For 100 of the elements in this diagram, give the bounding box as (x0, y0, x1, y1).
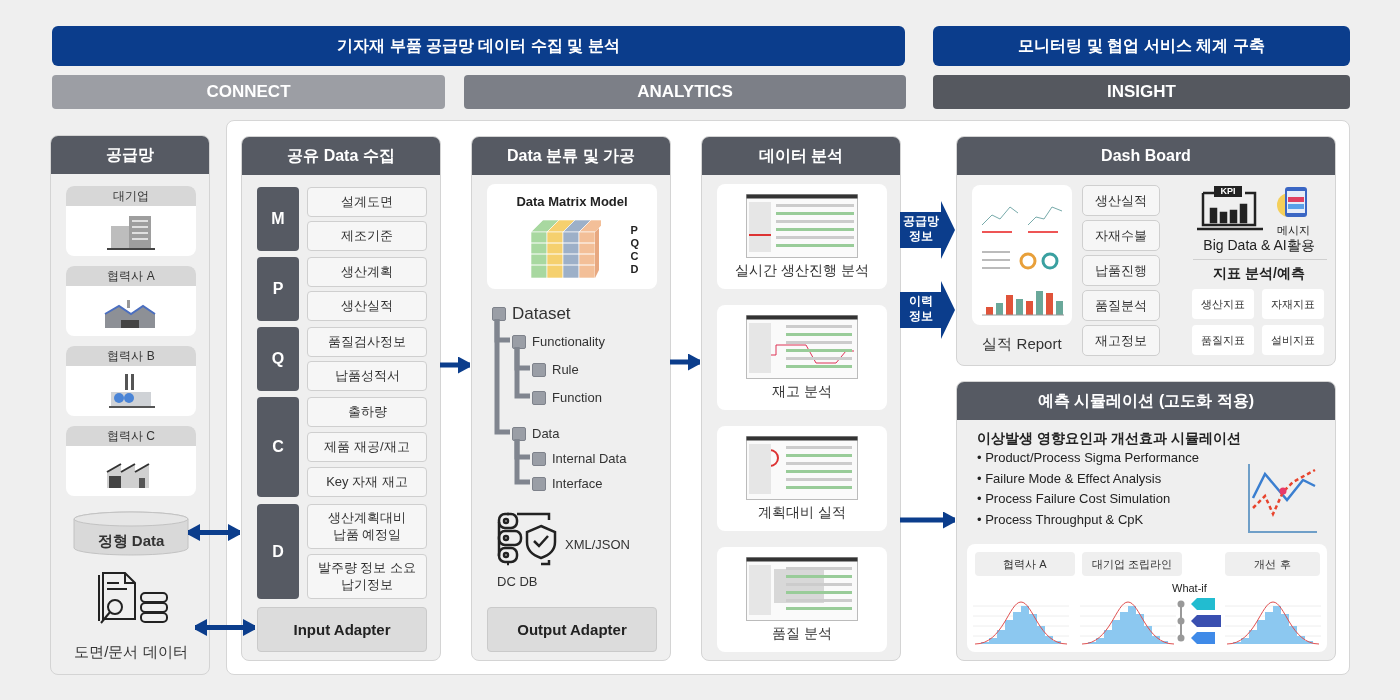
panel (701, 136, 901, 661)
menu-item: 생산실적 (1082, 185, 1160, 216)
menu-item: 재고정보 (1082, 325, 1160, 356)
data-item: 제품 재공/재고 (307, 432, 427, 462)
bullet-item: • Failure Mode & Effect Analysis (977, 469, 1163, 488)
menu-item: 자재수불 (1082, 220, 1160, 251)
screen-card (717, 305, 887, 410)
chart-card (967, 544, 1327, 652)
data-item: 출하량 (307, 397, 427, 427)
bullet-item: • Process Failure Cost Simulation (977, 490, 1172, 508)
database-cylinder: 정형 Data (73, 511, 189, 556)
panel-header: 예측 시뮬레이션 (고도화 적용) (957, 382, 1335, 420)
adapter-bar: Input Adapter (257, 607, 427, 652)
phase-bar: CONNECT (52, 75, 445, 109)
data-item: 생산계획대비 납품 예정일 (307, 504, 427, 549)
card-caption: 실적 Report (982, 335, 1062, 354)
data-item: 발주량 정보 소요 납기정보 (307, 554, 427, 599)
node-label: 도면/문서 데이터 (74, 643, 188, 662)
category-label: P (257, 257, 299, 321)
category-label: M (257, 187, 299, 251)
phase-bar: ANALYTICS (464, 75, 906, 109)
metric-chip: 자재지표 (1262, 289, 1324, 319)
tree-label: Function (552, 391, 602, 405)
data-item: 생산실적 (307, 291, 427, 321)
metric-chip: 생산지표 (1192, 289, 1254, 319)
data-item: Key 자재 재고 (307, 467, 427, 497)
connector-line (494, 319, 510, 435)
site-card (66, 346, 196, 416)
axis-letter: C (630, 250, 639, 263)
block-arrow (900, 281, 955, 339)
edge-label: 공급망 정보 (901, 214, 940, 244)
icon-caption: 메시지 (1275, 223, 1311, 238)
phase-bar: INSIGHT (933, 75, 1350, 109)
axis-letter: Q (630, 237, 639, 250)
database-label: DC DB (497, 574, 538, 589)
tree-label: Rule (552, 363, 579, 377)
card-title: Data Matrix Model (516, 194, 628, 209)
bullet-item: • Process Throughput & CpK (977, 510, 1145, 529)
adapter-bar: Output Adapter (487, 607, 657, 652)
data-item: 제조기준 (307, 221, 427, 251)
panel (956, 136, 1336, 366)
metric-chip: 품질지표 (1192, 325, 1254, 355)
menu-item: 납품진행 (1082, 255, 1160, 286)
title-banner: 모니터링 및 협업 서비스 체계 구축 (933, 26, 1350, 66)
title-banner: 기자재 부품 공급망 데이터 수집 및 분석 (52, 26, 905, 66)
data-item: 납품성적서 (307, 361, 427, 391)
connector-line (514, 439, 530, 485)
tree-label: Functionality (532, 335, 605, 349)
matrix-card (487, 184, 657, 289)
section-heading: 이상발생 영향요인과 개선효과 시뮬레이션 (977, 430, 1241, 448)
chart-tag: 협력사 A (975, 552, 1075, 576)
metric-chip: 설비지표 (1262, 325, 1324, 355)
panel (471, 136, 671, 661)
axis-letter: P (630, 224, 639, 237)
panel (50, 135, 210, 675)
card-header: 협력사 B (66, 346, 196, 366)
site-card (66, 186, 196, 256)
screen-card (717, 184, 887, 289)
site-card (66, 266, 196, 336)
axis-letter: D (630, 263, 639, 276)
card-caption: 계획대비 실적 (758, 504, 846, 522)
format-label: XML/JSON (565, 537, 630, 552)
screen-card (717, 547, 887, 652)
section-text: Big Data & AI활용 (1202, 237, 1316, 255)
connector-line (514, 347, 530, 399)
category-label: D (257, 504, 299, 599)
data-item: 설계도면 (307, 187, 427, 217)
content-panel (226, 120, 1350, 675)
panel-header: Data 분류 및 가공 (472, 137, 670, 175)
data-item: 생산계획 (307, 257, 427, 287)
menu-item: 품질분석 (1082, 290, 1160, 321)
card-header: 협력사 C (66, 426, 196, 446)
what-if-label: What-if (1172, 582, 1207, 594)
data-item: 품질검사정보 (307, 327, 427, 357)
card-caption: 품질 분석 (772, 625, 832, 643)
card-caption: 실시간 생산진행 분석 (735, 262, 869, 280)
tree-label: Dataset (512, 307, 571, 321)
panel-header: 데이터 분석 (702, 137, 900, 175)
panel (241, 136, 441, 661)
site-card (66, 426, 196, 496)
tree-label: Interface (552, 477, 603, 491)
tree-label: Internal Data (552, 452, 627, 466)
category-label: C (257, 397, 299, 497)
tree-label: Data (532, 427, 560, 441)
screen-card (717, 426, 887, 531)
panel-header: 공급망 (51, 136, 209, 174)
category-label: Q (257, 327, 299, 391)
edge-label: 이력 정보 (907, 294, 934, 324)
card-header: 대기업 (66, 186, 196, 206)
bullet-item: • Product/Process Sigma Performance (977, 449, 1200, 467)
section-heading: 지표 분석/예측 (1212, 265, 1306, 283)
card-header: 협력사 A (66, 266, 196, 286)
kpi-label: KPI (1214, 186, 1242, 197)
panel-header: 공유 Data 수집 (242, 137, 440, 175)
card-caption: 재고 분석 (772, 383, 832, 401)
block-arrow (900, 201, 955, 259)
chart-tag: 대기업 조립라인 (1082, 552, 1182, 576)
chart-tag: 개선 후 (1225, 552, 1320, 576)
panel (956, 381, 1336, 661)
panel-header: Dash Board (957, 137, 1335, 175)
